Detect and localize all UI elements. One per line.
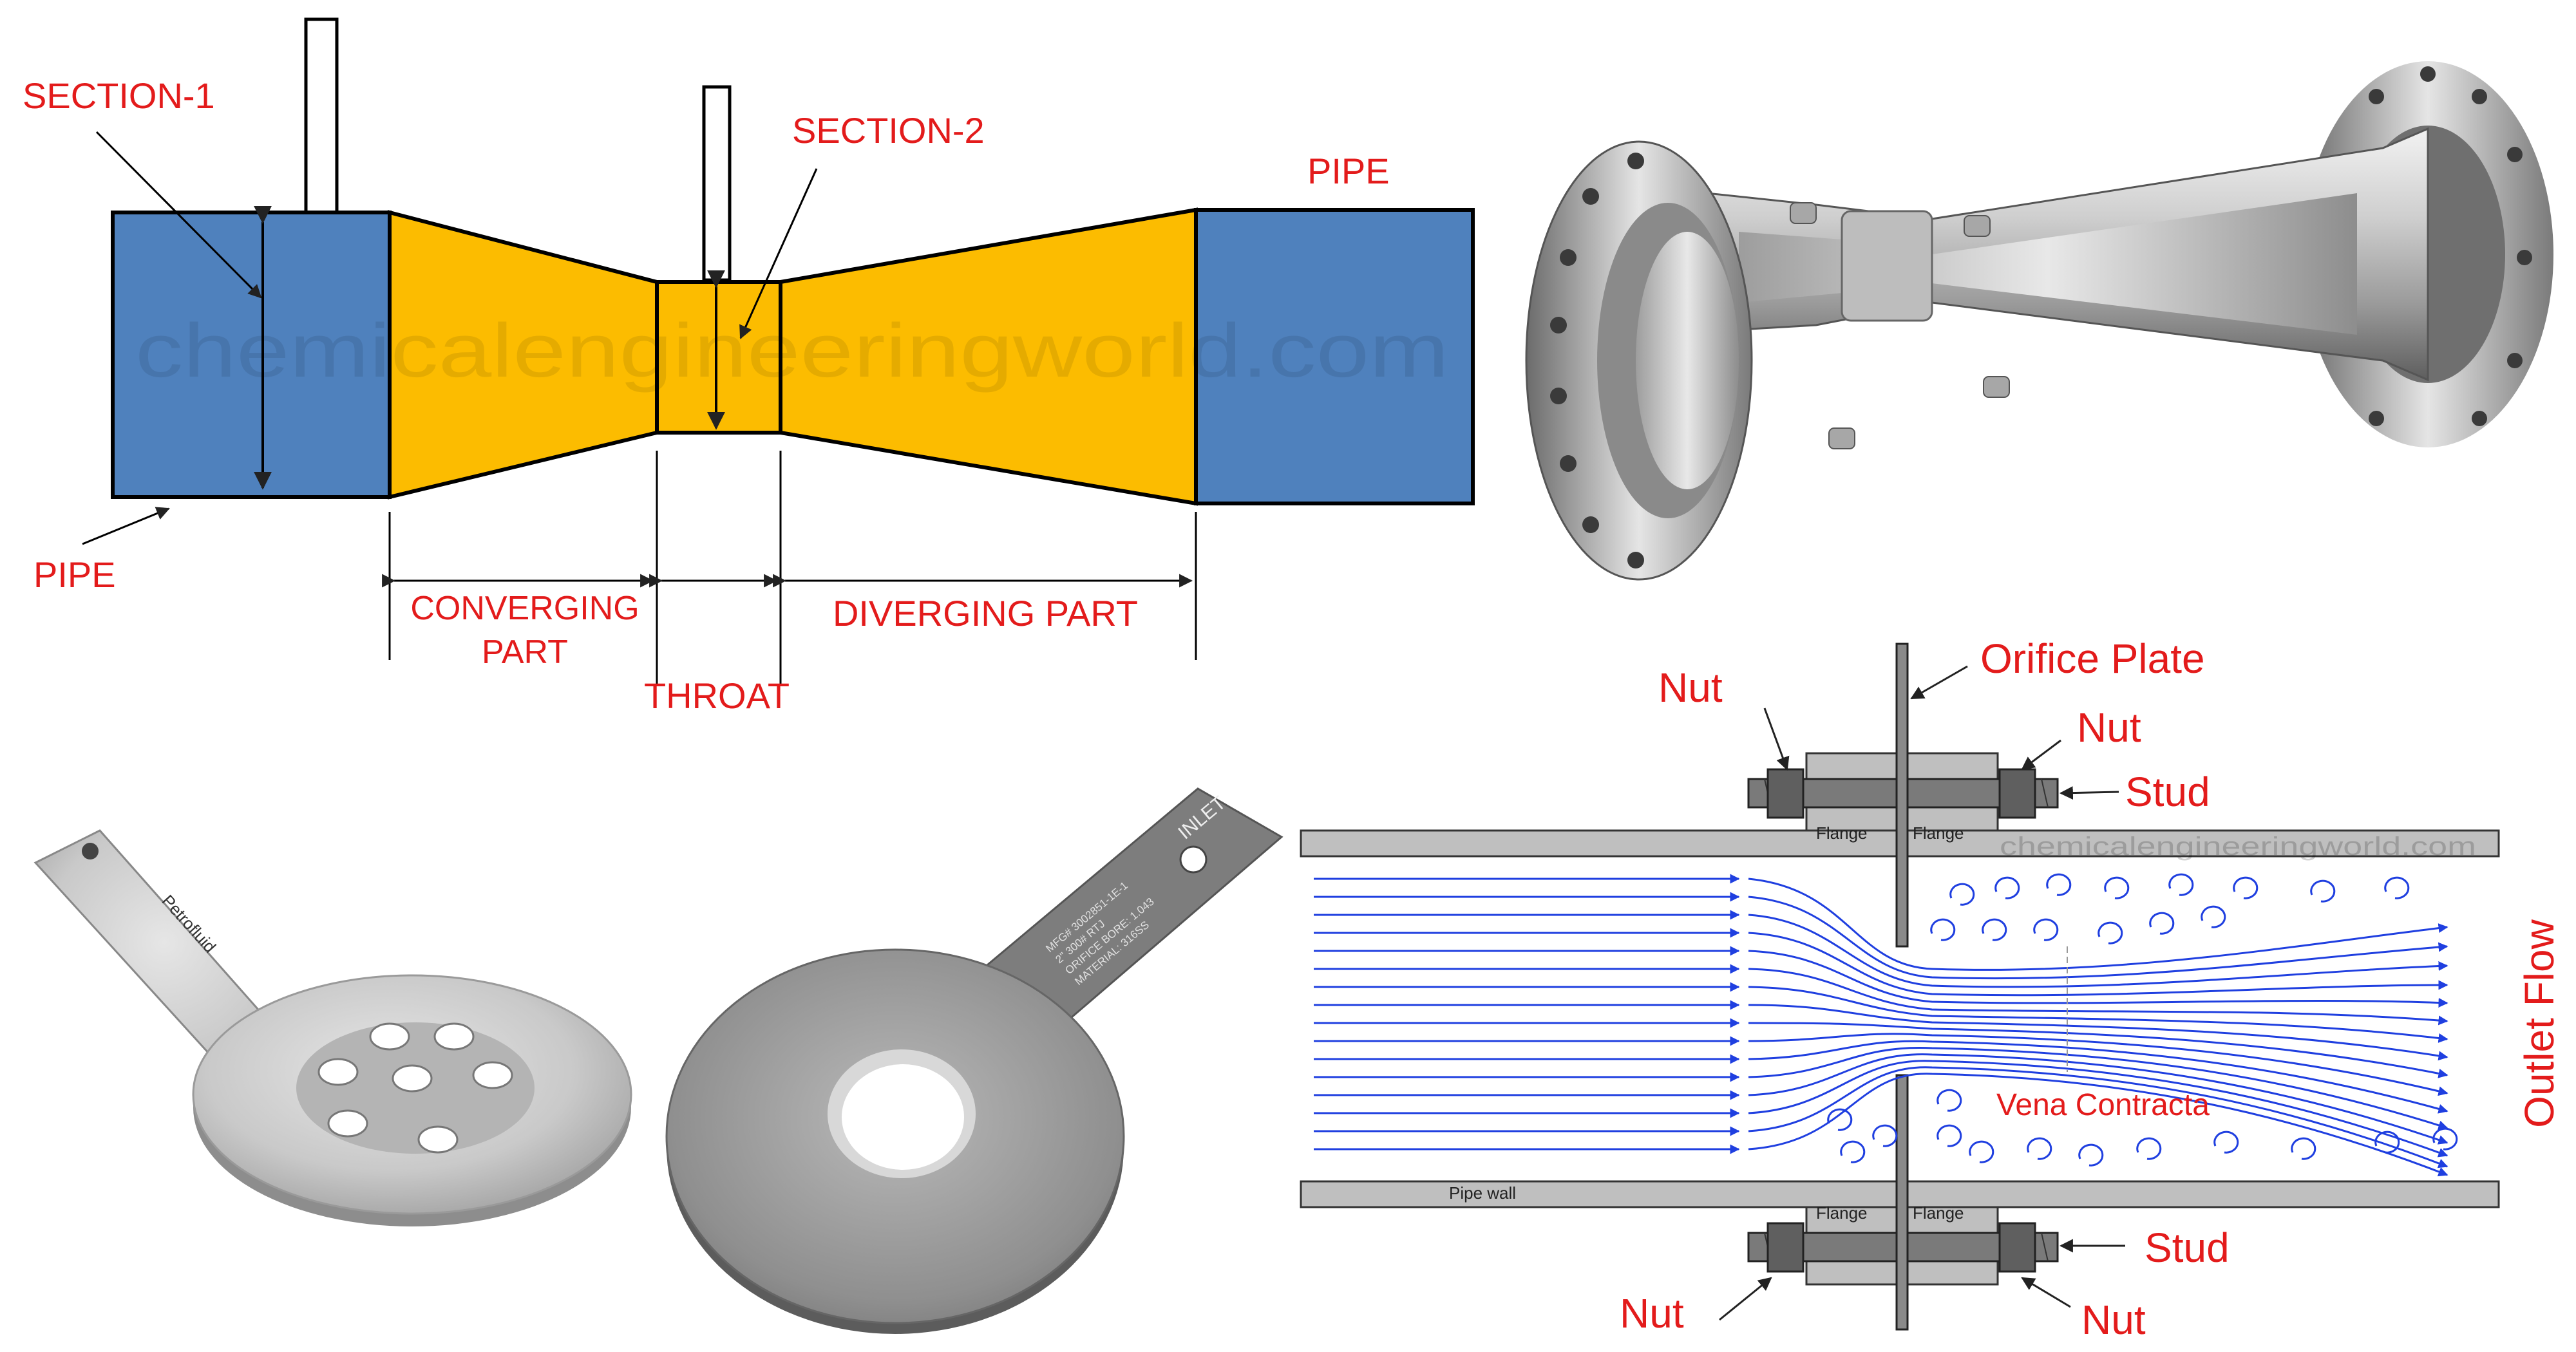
nut-bottom-left-leader — [1719, 1277, 1772, 1321]
plate2-bore — [842, 1064, 964, 1170]
nut-bottom-right — [1998, 1222, 2036, 1273]
plate1-handle-hole — [82, 843, 99, 859]
watermark-top: chemicalengineeringworld.com — [135, 308, 1449, 393]
label-nut-bottom-right: Nut — [2081, 1297, 2146, 1343]
venturi-bore — [1739, 193, 2357, 335]
pressure-tap-2 — [702, 85, 732, 282]
venturi-cutaway-render — [1525, 61, 2553, 581]
throat-collar — [1841, 210, 1933, 322]
label-diverging: DIVERGING PART — [833, 593, 1138, 634]
label-converging-part: PART — [482, 634, 568, 671]
pipe-left-leader — [82, 507, 170, 545]
label-throat: THROAT — [644, 675, 790, 716]
label-converging: CONVERGING — [410, 590, 639, 627]
nut-bottom-left — [1766, 1222, 1804, 1273]
label-section-2: SECTION-2 — [792, 110, 985, 151]
outlet-flange-bolt-holes — [2369, 66, 2532, 426]
stud-top-leader — [2059, 786, 2119, 800]
section2-leader — [739, 168, 818, 339]
outlet-pipe — [1194, 208, 1475, 505]
label-nut-top-right: Nut — [2077, 704, 2141, 751]
orifice-streamlines — [1748, 878, 2448, 1177]
pressure-tap-1 — [304, 17, 339, 214]
label-section-1: SECTION-1 — [23, 75, 215, 116]
label-nut-top-left: Nut — [1658, 664, 1723, 711]
orifice-plate-lower — [1895, 1074, 1909, 1331]
inlet-pipe — [111, 211, 392, 499]
label-flange-bottom-right: Flange — [1913, 1203, 1964, 1223]
nut-bottom-right-leader — [2021, 1277, 2071, 1308]
nut-top-left — [1766, 768, 1804, 819]
orifice-flow-diagram: chemicalengineeringworld.com Orifice Pla… — [1300, 635, 2562, 1343]
label-pipe-right: PIPE — [1307, 151, 1390, 191]
orifice-plates-photo: Petrofluid INLET MFG# 3002851-1E-1 2" 30… — [33, 787, 1283, 1334]
eddy-vortices — [1827, 873, 2458, 1167]
label-stud-top: Stud — [2125, 769, 2210, 815]
nut-top-right-leader — [2021, 739, 2061, 771]
label-stud-bottom: Stud — [2145, 1225, 2230, 1271]
label-flange-bottom-left: Flange — [1816, 1203, 1868, 1223]
section1-leader — [95, 131, 262, 299]
label-flange-top-left: Flange — [1816, 823, 1868, 843]
nut-top-left-leader — [1763, 708, 1790, 771]
label-flange-top-right: Flange — [1913, 823, 1964, 843]
label-orifice-plate: Orifice Plate — [1980, 635, 2205, 682]
watermark-orifice: chemicalengineeringworld.com — [2000, 832, 2476, 861]
label-pipe-wall: Pipe wall — [1449, 1183, 1516, 1203]
venturi-diagram: chemicalengineeringworld.com SECTION-1 S… — [23, 17, 1475, 716]
upstream-streamlines — [1314, 874, 1740, 1154]
inlet-flange-bolt-holes — [1550, 153, 1644, 568]
plate1-perforations — [317, 1022, 513, 1154]
label-nut-bottom-left: Nut — [1620, 1290, 1684, 1337]
plate2-handle-hole — [1179, 845, 1208, 874]
label-vena-contracta: Vena Contracta — [1996, 1088, 2210, 1122]
label-pipe-left: PIPE — [33, 554, 116, 595]
orifice-plate-leader — [1910, 665, 1968, 700]
orifice-plate-upper — [1895, 643, 1909, 948]
label-outlet-flow: Outlet Flow — [2516, 919, 2562, 1127]
nut-top-right — [1998, 768, 2036, 819]
